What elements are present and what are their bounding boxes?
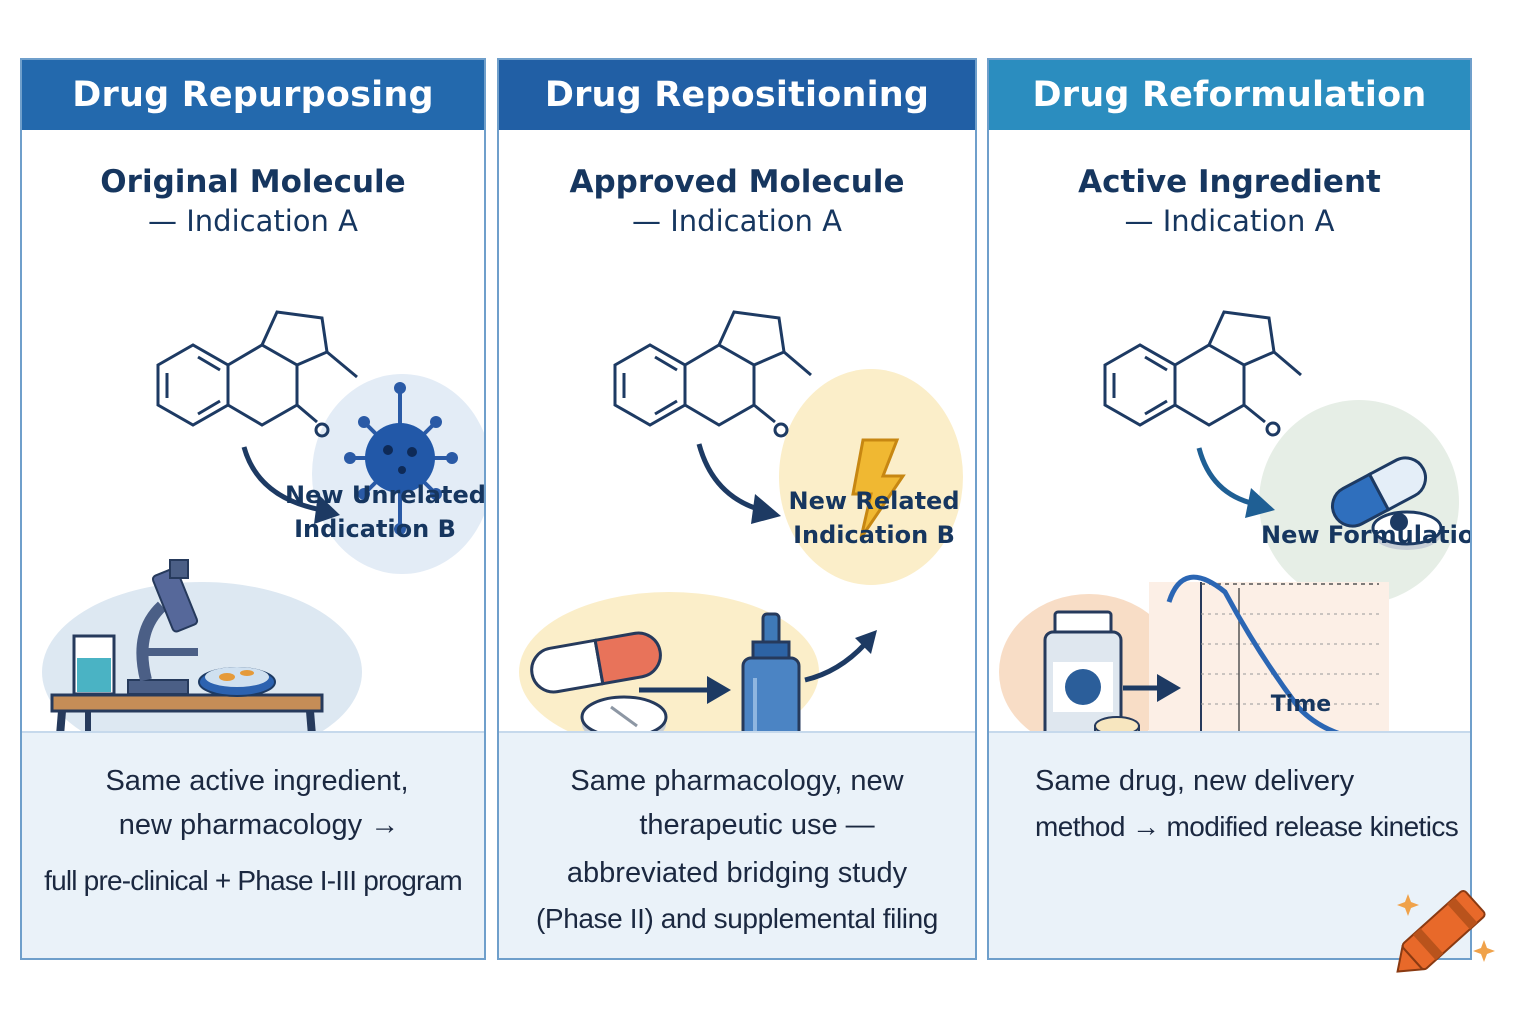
panel-description: Same drug, new delivery method → modifie… bbox=[989, 731, 1470, 958]
molecule-icon bbox=[613, 310, 812, 438]
beaker-icon bbox=[72, 634, 116, 696]
sparkle-icon bbox=[1397, 894, 1419, 916]
panel-subline: — Indication A bbox=[632, 204, 842, 238]
capsule-icon bbox=[530, 631, 662, 694]
panel-subtitle: Approved Molecule bbox=[569, 164, 905, 200]
petri-dish-icon bbox=[198, 667, 276, 697]
description-line-3: full pre-clinical + Phase I-III program bbox=[44, 865, 463, 896]
chart-background bbox=[1149, 582, 1389, 732]
repurposing-illustration bbox=[42, 310, 484, 732]
panel-description: Same active ingredient, new pharmacology… bbox=[22, 731, 484, 958]
panel-subtitle: Active Ingredient bbox=[1078, 164, 1381, 200]
panel-description: Same pharmacology, new therapeutic use —… bbox=[499, 731, 975, 958]
arrow-head-icon bbox=[1245, 488, 1275, 518]
badge-line-1: New Related bbox=[788, 487, 960, 515]
panel-drug-repurposing: Drug Repurposing Original Molecule — Ind… bbox=[20, 58, 486, 960]
panel-subline: — Indication A bbox=[148, 204, 358, 238]
molecule-icon bbox=[1103, 310, 1302, 437]
lightning-icon bbox=[851, 438, 906, 539]
curved-arrow-icon bbox=[696, 443, 762, 513]
description-line-1: Same active ingredient, bbox=[105, 765, 409, 797]
tablet-icon bbox=[1371, 510, 1443, 550]
description-line-4: (Phase II) and supplemental filing bbox=[536, 903, 938, 934]
arrow-head-icon bbox=[855, 630, 877, 654]
tablet-icon bbox=[580, 695, 668, 732]
panel-subtitle: Original Molecule bbox=[100, 164, 406, 200]
release-curve-icon bbox=[1166, 574, 1379, 732]
panel-drug-reformulation: Drug Reformulation Active Ingredient — I… bbox=[987, 58, 1472, 960]
panel-title: Drug Reformulation bbox=[989, 60, 1470, 130]
crayon-logo-icon bbox=[1396, 889, 1495, 973]
virus-icon bbox=[344, 382, 458, 535]
arrow-head-icon bbox=[1157, 674, 1181, 702]
description-line-3: abbreviated bridging study bbox=[566, 857, 908, 889]
reformulation-illustration bbox=[999, 310, 1459, 732]
badge-line-2: Indication B bbox=[793, 521, 955, 549]
curved-arrow-icon bbox=[241, 446, 323, 513]
molecule-icon bbox=[156, 310, 358, 438]
chart-axis-label: Time bbox=[1270, 692, 1332, 717]
description-line-1: Same drug, new delivery bbox=[1035, 765, 1355, 797]
curved-arrow-icon bbox=[1196, 447, 1256, 507]
arrow-head-icon bbox=[751, 494, 781, 524]
microscope-icon bbox=[127, 559, 199, 695]
description-line-2: new pharmacology → bbox=[118, 809, 400, 841]
description-line-2: therapeutic use — bbox=[639, 809, 875, 841]
repositioning-illustration bbox=[519, 310, 963, 732]
badge-line-1: New Unrelated bbox=[285, 481, 486, 509]
medicine-bottle-icon bbox=[1043, 610, 1140, 732]
arrow-head-icon bbox=[707, 676, 731, 704]
capsule-icon bbox=[1331, 456, 1427, 528]
nasal-spray-icon bbox=[741, 612, 801, 732]
panel-title: Drug Repurposing bbox=[22, 60, 484, 130]
trend-arrow-icon bbox=[804, 642, 867, 683]
arrow-head-icon bbox=[314, 494, 340, 524]
panel-title: Drug Repositioning bbox=[499, 60, 975, 130]
badge-line-2: Indication B bbox=[294, 515, 456, 543]
description-line-1: Same pharmacology, new bbox=[570, 765, 904, 797]
sparkle-icon bbox=[1473, 940, 1495, 962]
description-line-2: method → modified release kinetics bbox=[1035, 811, 1459, 842]
panel-subline: — Indication A bbox=[1124, 204, 1335, 238]
badge-line-1: New Formulation bbox=[1261, 521, 1472, 549]
panel-drug-repositioning: Drug Repositioning Approved Molecule — I… bbox=[497, 58, 977, 960]
